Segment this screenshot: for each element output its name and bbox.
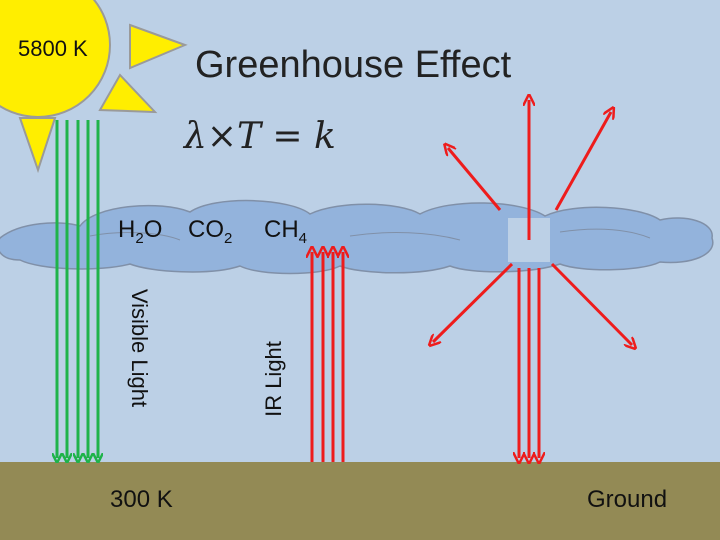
visible-light-label: Visible Light bbox=[127, 288, 153, 408]
radiate-lower-left bbox=[433, 262, 514, 342]
ground-temperature: 300 K bbox=[110, 486, 173, 513]
page-title: Greenhouse Effect bbox=[195, 44, 512, 86]
wien-formula: λ×T = k bbox=[184, 116, 336, 157]
ground bbox=[0, 462, 720, 540]
visible-light-arrows bbox=[57, 120, 98, 458]
ir-light-label: IR Light bbox=[260, 341, 286, 417]
sun-icon bbox=[0, 0, 188, 174]
gas-co2: CO2 bbox=[188, 216, 233, 247]
gas-h2o: H2O bbox=[118, 216, 163, 247]
radiating-arrows bbox=[433, 100, 632, 458]
ground-label: Ground bbox=[587, 486, 668, 513]
gas-ch4: CH4 bbox=[264, 216, 308, 247]
ir-light-arrows bbox=[312, 252, 343, 462]
cloud bbox=[0, 199, 714, 275]
radiate-upper-right bbox=[554, 112, 611, 211]
radiate-upper-left bbox=[448, 148, 502, 211]
sun-temperature: 5800 K bbox=[18, 36, 88, 61]
radiate-lower-right bbox=[550, 262, 632, 345]
